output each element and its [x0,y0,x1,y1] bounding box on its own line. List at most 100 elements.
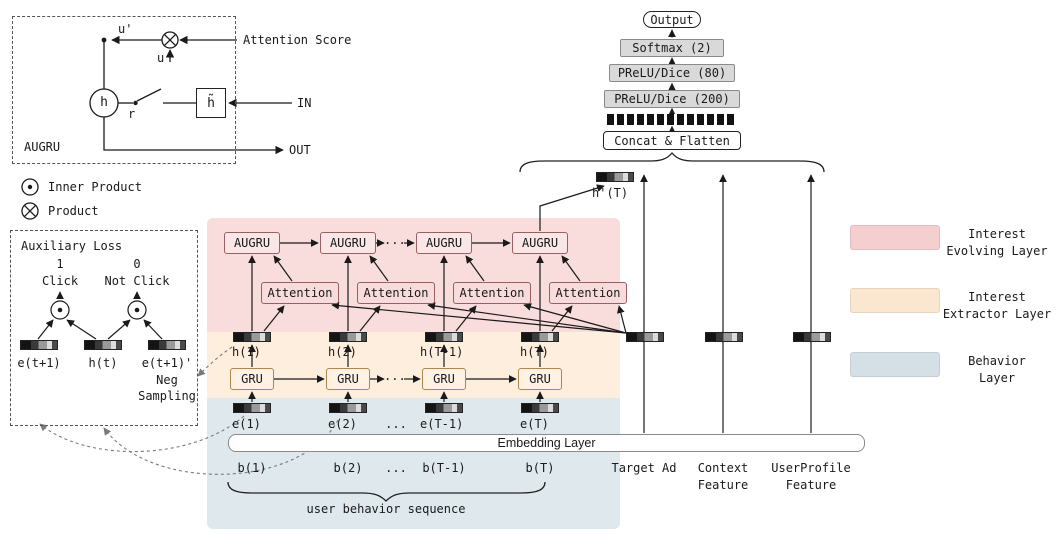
context-feature-label-1: Context [697,461,749,475]
u-prime-label: u' [118,22,133,36]
product-icon [21,202,39,220]
prelu-200-box: PReLU/Dice (200) [604,90,740,108]
augru-box-2: AUGRU [320,232,376,254]
output-box: Output [643,11,701,28]
e-label-3: e(T-1) [420,417,464,431]
h-prime-label: h'(T) [592,186,629,200]
h-prime-embedding-bar [596,172,634,182]
context-embedding-bar [705,332,743,342]
gru-label-4: GRU [529,372,551,386]
attention-label-1: Attention [267,286,333,300]
context-feature-label-2: Feature [697,478,749,492]
e-neg-embedding-bar [148,340,186,350]
gru-box-2: GRU [326,368,370,390]
h-t-label: h(t) [88,356,118,370]
legend-swatch-evolving [850,225,940,250]
augru-box-3: AUGRU [416,232,472,254]
h-embedding-bar-3 [425,332,463,342]
augru-label-4: AUGRU [521,236,559,250]
e-label-1: e(1) [232,417,261,431]
legend-extractor-line1: Interest [968,290,1026,304]
legend-behavior-line2: Layer [978,371,1016,385]
attention-label-2: Attention [363,286,429,300]
concat-brace [519,151,825,173]
e-row-ellipsis: ... [385,417,407,431]
e-embedding-bar-3 [425,403,463,413]
userprofile-feature-label-1: UserProfile [771,461,851,475]
augru-label-2: AUGRU [329,236,367,250]
concat-flatten-label: Concat & Flatten [614,133,730,148]
inner-product-legend-label: Inner Product [48,180,142,194]
attention-score-label: Attention Score [243,33,352,47]
augru-detail-box [12,16,236,164]
legend-evolving-line2: Evolving Layer [946,244,1048,258]
gru-label-1: GRU [241,372,263,386]
gru-box-1: GRU [230,368,274,390]
b-label-3: b(T-1) [422,461,466,475]
legend-evolving-line1: Interest [968,227,1026,241]
attention-box-1: Attention [261,282,339,304]
concat-flatten-box: Concat & Flatten [603,131,741,150]
augru-label-1: AUGRU [233,236,271,250]
prelu-200-label: PReLU/Dice (200) [614,92,730,106]
prelu-80-box: PReLU/Dice (80) [609,64,735,82]
legend-swatch-behavior [850,352,940,377]
softmax-box: Softmax (2) [620,39,724,57]
legend-extractor-line2: Extractor Layer [942,307,1052,321]
inner-product-icon [21,178,39,196]
gru-label-2: GRU [337,372,359,386]
augru-box-1: AUGRU [224,232,280,254]
e-neg-label: e(t+1)' [141,356,193,370]
not-click-label: Not Click [104,274,170,288]
user-behavior-sequence-label: user behavior sequence [306,502,466,516]
h-embedding-bar-2 [329,332,367,342]
neg-label: Neg [156,373,178,387]
gru-box-3: GRU [422,368,466,390]
augru-box-4: AUGRU [512,232,568,254]
e-pos-embedding-bar [20,340,58,350]
h-label-3: h(T-1) [420,345,464,359]
e-embedding-bar-2 [329,403,367,413]
u-label: u [157,51,165,65]
attention-label-3: Attention [459,286,525,300]
gru-label-3: GRU [433,372,455,386]
embedding-layer-label: Embedding Layer [497,436,596,450]
h-embedding-bar-1 [233,332,271,342]
legend-behavior-line1: Behavior [968,354,1026,368]
attention-box-3: Attention [453,282,531,304]
b-label-2: b(2) [333,461,363,475]
auxiliary-loss-title: Auxiliary Loss [21,239,123,253]
target-ad-label: Target Ad [611,461,677,475]
attention-label-4: Attention [555,286,621,300]
concat-embedding-bar [607,114,737,125]
e-embedding-bar-1 [233,403,271,413]
legend-swatch-extractor [850,288,940,313]
gru-chain-ellipsis: ... [384,369,406,383]
out-label: OUT [289,143,311,157]
h-embedding-bar-4 [521,332,559,342]
b-label-4: b(T) [525,461,555,475]
attention-box-4: Attention [549,282,627,304]
augru-detail-title: AUGRU [24,140,61,154]
h-label-2: h(2) [328,345,357,359]
target-ad-embedding-bar [626,332,664,342]
output-label: Output [650,12,694,27]
e-embedding-bar-4 [521,403,559,413]
product-legend-label: Product [48,204,99,218]
embedding-layer-box: Embedding Layer [228,434,865,452]
in-label: IN [297,96,312,110]
h-tilde-label: h̃ [207,95,215,111]
h-label-1: h(1) [232,345,261,359]
b-row-ellipsis: ... [385,461,407,475]
e-label-4: e(T) [520,417,549,431]
h-t-embedding-bar [84,340,122,350]
prelu-80-label: PReLU/Dice (80) [617,66,727,80]
b-label-1: b(1) [237,461,267,475]
softmax-label: Softmax (2) [632,41,712,55]
e-pos-label: e(t+1) [17,356,61,370]
click-target-zero: 0 [133,257,141,271]
attention-box-2: Attention [357,282,435,304]
augru-chain-ellipsis: ... [384,233,406,247]
userprofile-embedding-bar [793,332,831,342]
